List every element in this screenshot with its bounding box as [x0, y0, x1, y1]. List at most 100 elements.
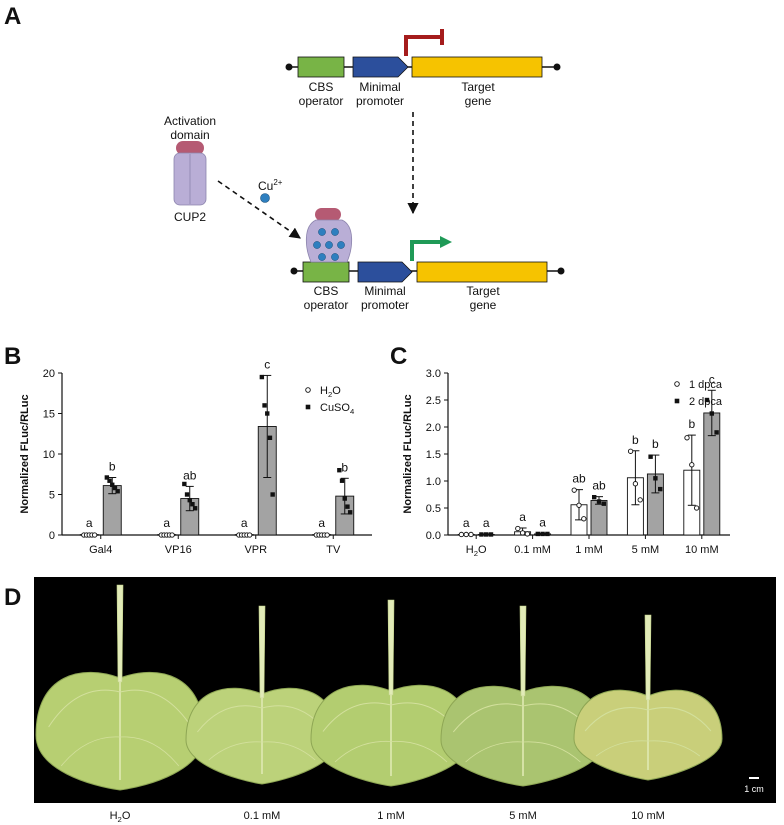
- data-point: [627, 448, 634, 454]
- data-point: [484, 532, 489, 537]
- leaf-vein: [647, 707, 712, 732]
- data-point: [637, 497, 643, 503]
- x-tick-label-text: 0.1 mM: [514, 544, 551, 556]
- x-tick-label-text: 1 mM: [575, 544, 603, 556]
- leaf-label-tail: O: [122, 810, 131, 822]
- activation-domain-label-1: Activation: [164, 114, 216, 128]
- leaf-label-text: 10 mM: [631, 810, 665, 822]
- legend-marker: [305, 404, 311, 410]
- data-point: [576, 502, 582, 508]
- data-point: [339, 478, 345, 483]
- copper-ion-dot: [260, 193, 270, 203]
- x-tick-label: Gal4: [89, 544, 112, 556]
- leaf-vein: [647, 740, 701, 757]
- legend-label-text: 2 dpca: [689, 396, 723, 408]
- significance-letter: a: [539, 515, 546, 529]
- bottom-cbs-operator-box: [302, 261, 350, 283]
- data-point: [324, 532, 330, 538]
- bound-copper-ion: [331, 228, 339, 236]
- data-point: [463, 531, 469, 538]
- cup2-protein: Activation domain CUP2: [164, 114, 216, 224]
- leaf-label-text: H: [110, 810, 118, 822]
- data-point: [693, 505, 700, 511]
- data-point: [110, 482, 115, 487]
- x-tick-label: 5 mM: [632, 544, 660, 556]
- bottom-promoter-label-2: promoter: [361, 298, 409, 312]
- data-point: [684, 435, 690, 441]
- y-axis-label: Normalized FLuc/RLuc: [19, 394, 31, 513]
- leaf-vein: [261, 741, 316, 761]
- x-tick-label-text: TV: [326, 544, 341, 556]
- x-tick-label-text: 5 mM: [632, 544, 660, 556]
- legend-label-tail: O: [332, 385, 341, 397]
- significance-letter: ab: [183, 468, 197, 482]
- significance-letter: ab: [572, 472, 586, 486]
- top-target-label-1: Target: [461, 80, 495, 94]
- legend-label: 2 dpca: [689, 396, 723, 408]
- legend-marker: [305, 387, 311, 393]
- panel-a: A CBS operator Minimal promoter Target g…: [4, 3, 565, 312]
- bottom-promoter-label-1: Minimal: [364, 284, 405, 298]
- leaf-vein: [452, 703, 524, 733]
- data-point: [704, 397, 710, 403]
- bottom-cbs-label-2: operator: [304, 298, 349, 312]
- x-tick-label-text: Gal4: [89, 544, 112, 556]
- bound-copper-ion: [318, 228, 326, 236]
- top-promoter-label-1: Minimal: [359, 80, 400, 94]
- significance-letter: b: [109, 459, 116, 473]
- data-point: [347, 510, 353, 515]
- bottom-cbs-label-1: CBS: [314, 284, 339, 298]
- significance-letter: b: [652, 437, 659, 451]
- legend-label-text: 1 dpca: [689, 379, 723, 391]
- leaf-label: 5 mM: [509, 810, 537, 822]
- bottom-dna-end-left: [290, 267, 298, 275]
- x-tick-label: TV: [326, 544, 341, 556]
- data-point: [658, 486, 663, 492]
- data-point: [535, 531, 540, 537]
- x-tick-label: H2O: [466, 544, 487, 558]
- activation-domain-label-2: domain: [170, 128, 209, 142]
- leaf-stem: [644, 614, 652, 701]
- leaf-vein: [334, 740, 392, 763]
- data-point: [632, 481, 639, 487]
- y-tick-label: 2.5: [426, 395, 441, 407]
- bound-copper-ion: [337, 241, 345, 249]
- leaf-vein: [465, 741, 524, 763]
- activation-domain-shape: [176, 141, 204, 155]
- x-tick-label-text: H: [466, 544, 474, 556]
- data-point: [107, 478, 112, 483]
- data-point: [190, 502, 195, 507]
- y-tick-label: 5: [49, 490, 55, 502]
- data-point: [265, 411, 270, 416]
- bound-copper-ion: [331, 253, 339, 261]
- significance-letter: c: [709, 372, 715, 386]
- data-point: [488, 532, 494, 537]
- top-dna-end-left: [285, 63, 293, 71]
- bound-copper-ions: [313, 228, 345, 261]
- data-point: [342, 496, 347, 501]
- data-point: [267, 435, 273, 440]
- top-promoter-label-2: promoter: [356, 94, 404, 108]
- leaf-vein: [595, 740, 649, 757]
- significance-letter: a: [86, 516, 93, 530]
- y-tick-label: 1.0: [426, 476, 441, 488]
- data-point: [592, 495, 597, 500]
- x-tick-label-text: VP16: [165, 544, 192, 556]
- panel-c-label: C: [390, 343, 407, 370]
- top-cbs-label-2: operator: [299, 94, 344, 108]
- significance-letter: a: [519, 510, 526, 524]
- data-point: [479, 532, 484, 537]
- leaf-vein: [322, 702, 392, 732]
- x-tick-label: VP16: [165, 544, 192, 556]
- dashed-arrow-diagonal: [217, 180, 301, 239]
- activation-arrow-icon: [410, 240, 444, 261]
- y-tick-label: 2.0: [426, 422, 441, 434]
- leaf-vein: [208, 741, 263, 761]
- leaf-row: [35, 584, 723, 791]
- data-point: [187, 497, 192, 503]
- leaf-label-text: 0.1 mM: [244, 810, 281, 822]
- leaf-stem: [519, 605, 527, 697]
